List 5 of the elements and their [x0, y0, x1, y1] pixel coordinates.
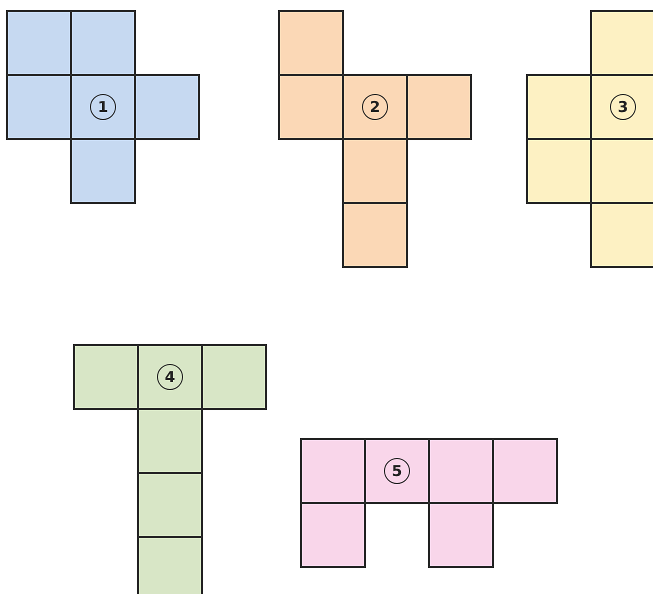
circled-number: 4 [157, 364, 183, 390]
circled-number: 3 [610, 94, 636, 120]
circled-number: 1 [90, 94, 116, 120]
circled-number: 2 [362, 94, 388, 120]
circled-number: 5 [384, 458, 410, 484]
